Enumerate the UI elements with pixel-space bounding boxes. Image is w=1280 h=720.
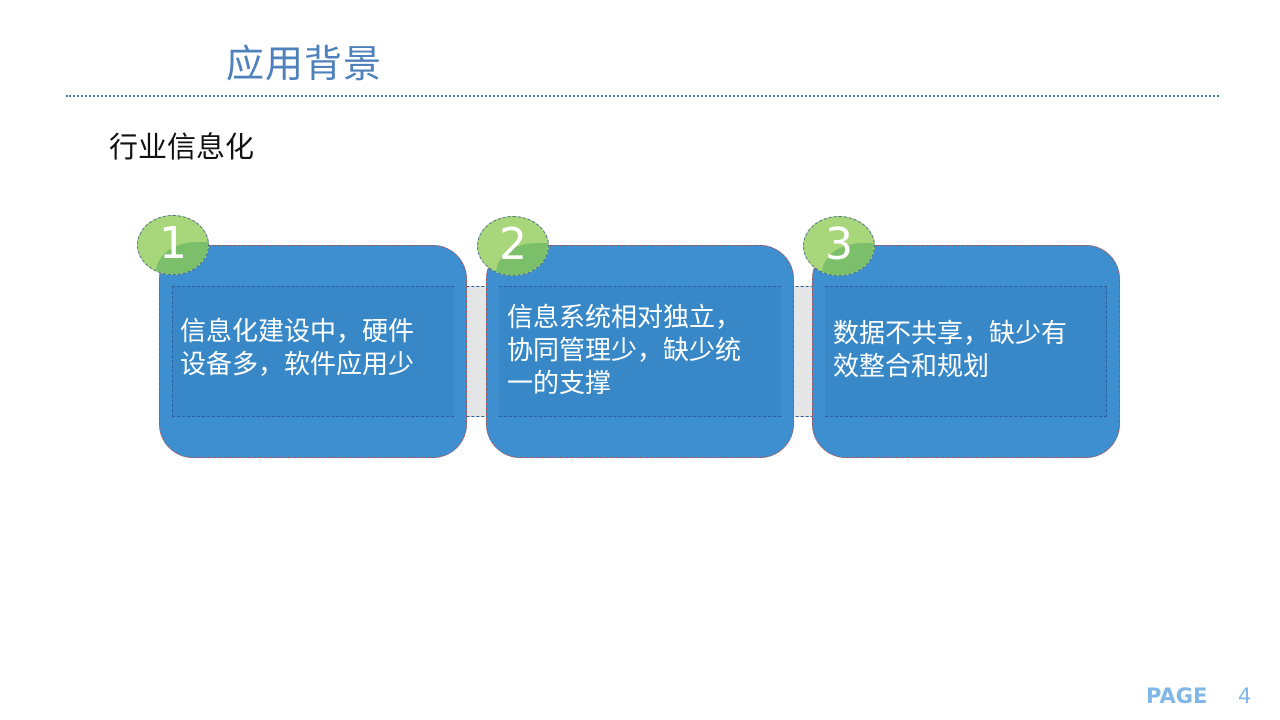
- section-subtitle: 行业信息化: [109, 130, 255, 164]
- card-1-line-1: 信息化建设中，硬件: [180, 317, 415, 347]
- badge-2-number: 2: [499, 219, 527, 270]
- card-1-text: 信息化建设中，硬件 设备多，软件应用少: [180, 316, 450, 382]
- card-2: 信息系统相对独立， 协同管理少，缺少统 一的支撑: [486, 245, 794, 458]
- footer-page-number: 4: [1238, 684, 1252, 708]
- badge-2: 2: [477, 216, 549, 276]
- card-1-inner: [172, 286, 454, 417]
- card-2-line-3: 一的支撑: [507, 369, 612, 399]
- footer-page-label: PAGE: [1146, 684, 1208, 708]
- card-3-line-2: 效整合和规划: [833, 352, 990, 382]
- card-2-line-2: 协同管理少，缺少统: [507, 336, 742, 366]
- card-2-inner: [499, 286, 781, 417]
- title-divider: [66, 95, 1219, 97]
- card-3-inner: [825, 286, 1107, 417]
- badge-1-number: 1: [159, 218, 187, 269]
- card-2-text: 信息系统相对独立， 协同管理少，缺少统 一的支撑: [507, 302, 777, 401]
- card-3-text: 数据不共享，缺少有 效整合和规划: [833, 318, 1103, 384]
- card-3: 数据不共享，缺少有 效整合和规划: [812, 245, 1120, 458]
- badge-3: 3: [803, 216, 875, 276]
- page-title: 应用背景: [226, 42, 383, 86]
- card-2-line-1: 信息系统相对独立，: [507, 303, 742, 333]
- badge-3-number: 3: [825, 219, 853, 270]
- card-3-line-1: 数据不共享，缺少有: [833, 319, 1068, 349]
- card-1: 信息化建设中，硬件 设备多，软件应用少: [159, 245, 467, 458]
- badge-1: 1: [137, 215, 209, 275]
- card-1-line-2: 设备多，软件应用少: [180, 350, 415, 380]
